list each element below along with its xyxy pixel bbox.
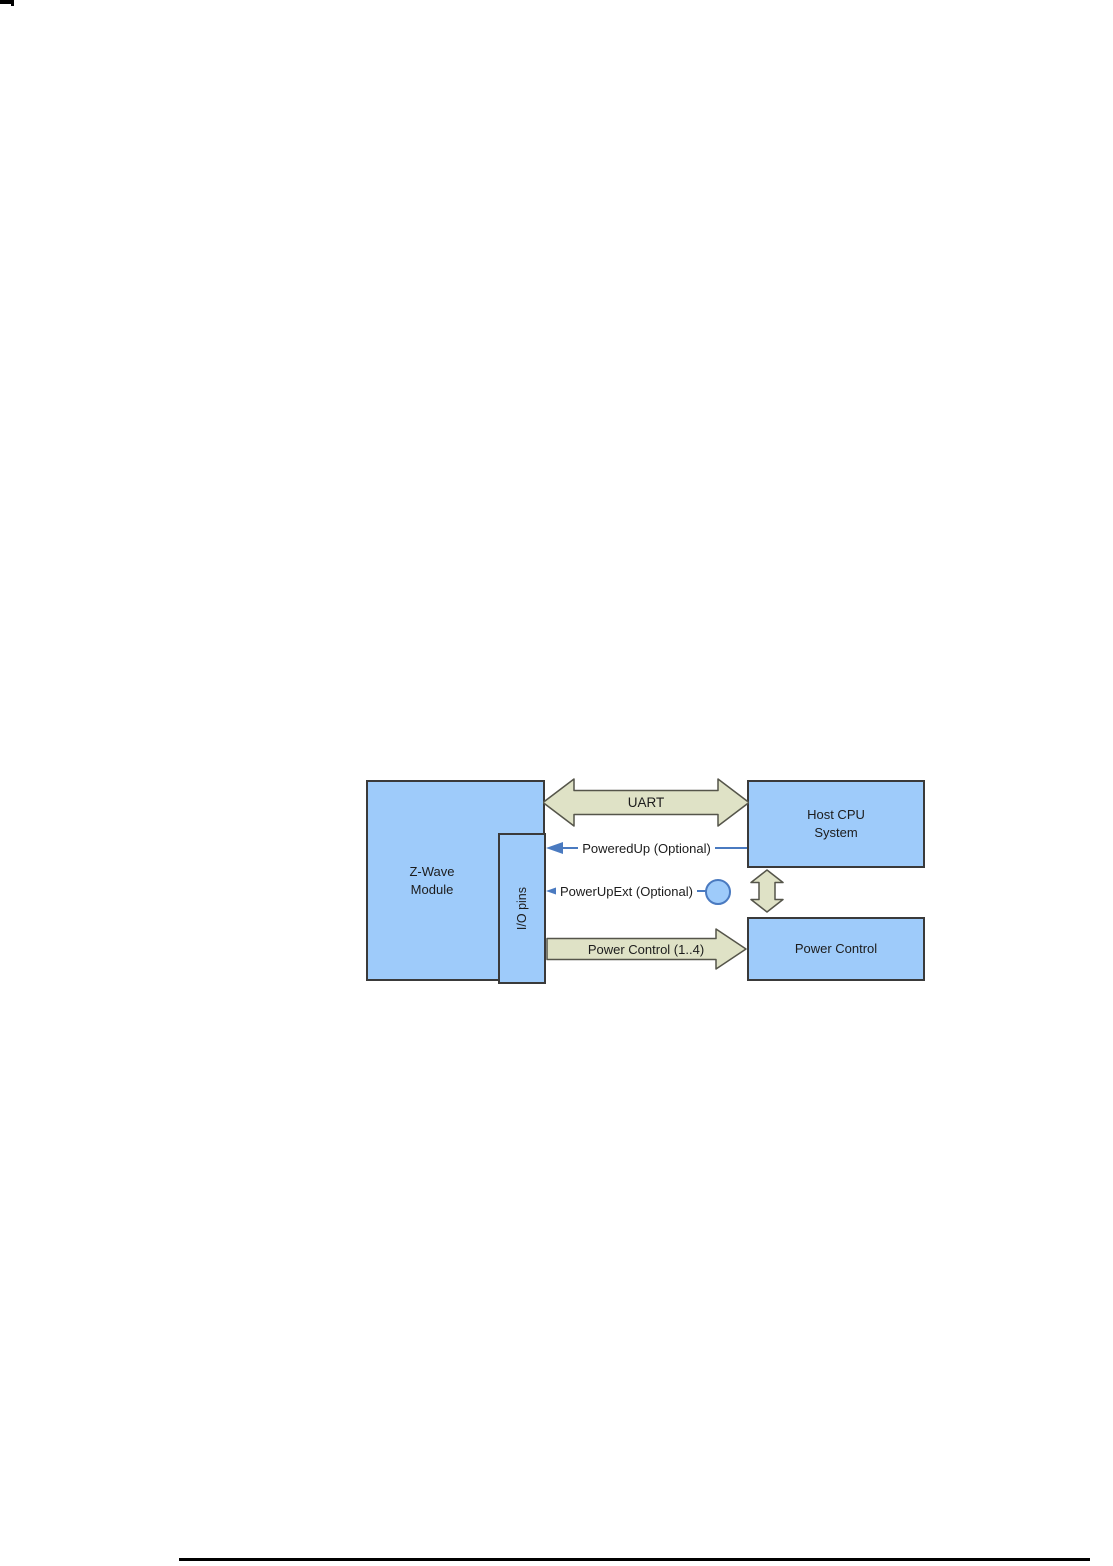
powered-up-label: PoweredUp (Optional) [546,839,747,857]
power-control-arrow-label-text: Power Control (1..4) [587,941,705,957]
corner-artifact [0,0,14,4]
power-up-ext-terminal-circle [705,879,731,905]
host-power-double-arrow [750,869,784,913]
power-control-block-arrow-shape [546,928,747,970]
power-up-ext-label-text: PowerUpExt (Optional) [556,883,697,899]
uart-label-text: UART [627,794,665,810]
zwave-module-label-line2: Module [410,881,454,897]
uart-double-arrow-shape [543,778,749,827]
uart-label: UART [543,790,749,814]
host-cpu-label-line1: Host CPU [807,807,865,823]
zwave-module-label-line1: Z-Wave [409,863,455,879]
power-control-box-label: Power Control [794,941,878,957]
footer-rule [179,1558,1090,1561]
powered-up-arrowhead-shape [546,842,563,854]
host-cpu-box: Host CPU System [747,780,925,868]
power-control-box: Power Control [747,917,925,981]
io-pins-box: I/O pins [498,833,546,984]
powered-up-label-text: PoweredUp (Optional) [578,840,715,856]
host-cpu-label-line2: System [814,825,858,840]
host-power-double-arrow-shape [750,869,784,913]
power-control-block-arrow [546,928,747,970]
io-pins-label: I/O pins [514,886,529,931]
corner-artifact-tip [11,4,14,6]
power-control-arrow-label: Power Control (1..4) [560,938,732,960]
power-up-ext-label: PowerUpExt (Optional) [546,882,707,900]
uart-double-arrow [543,778,749,827]
zwave-module-label: Z-Wave Module [366,780,498,981]
powered-up-arrowhead-icon [546,842,563,854]
